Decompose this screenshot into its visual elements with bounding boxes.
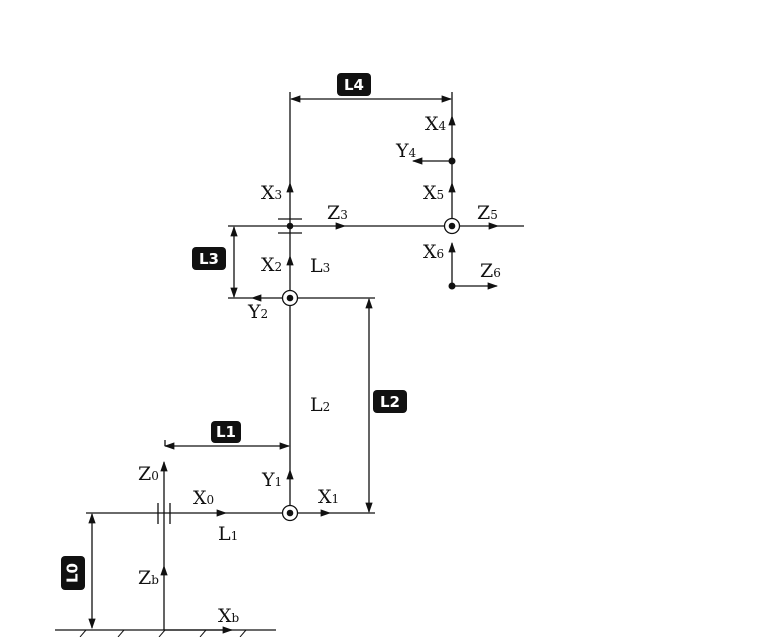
label-x6: X6 [423,241,444,263]
tag-l3: L3 [192,247,226,270]
tag-l0: L0 [61,556,85,590]
svg-text:L2: L2 [380,393,400,411]
joint4-symbol [278,218,302,234]
label-x3: X3 [261,182,282,204]
label-y4: Y4 [395,140,417,162]
label-z0: Z0 [138,463,159,485]
label-x4: X4 [425,113,447,135]
tag-l1: L1 [211,421,241,443]
label-link-l1: L1 [218,523,238,545]
label-x0: X0 [193,487,214,509]
label-xb: Xb [218,605,240,627]
joint2-symbol [281,504,299,522]
frame6-origin [448,282,456,290]
label-x2: X2 [261,254,282,276]
label-link-l3: L3 [310,255,330,277]
svg-text:L3: L3 [199,250,219,268]
svg-text:L0: L0 [64,563,82,583]
frame4-origin [448,157,456,165]
label-z5: Z5 [477,202,498,224]
joint1-revolute-symbol [157,503,171,524]
label-zb: Zb [138,567,159,589]
svg-text:L1: L1 [216,423,236,441]
label-x5: X5 [423,182,444,204]
svg-text:L4: L4 [344,76,364,94]
tag-l4: L4 [337,73,371,96]
label-link-l2: L2 [310,394,330,416]
joint5-symbol [443,217,461,235]
joint3-symbol [281,289,299,307]
tag-l2: L2 [373,390,407,413]
label-z6: Z6 [480,260,501,282]
label-y2: Y2 [247,301,268,323]
label-x1: X1 [318,486,339,508]
label-y1: Y1 [261,469,282,491]
ground-base [55,629,276,637]
label-z3: Z3 [327,202,348,224]
